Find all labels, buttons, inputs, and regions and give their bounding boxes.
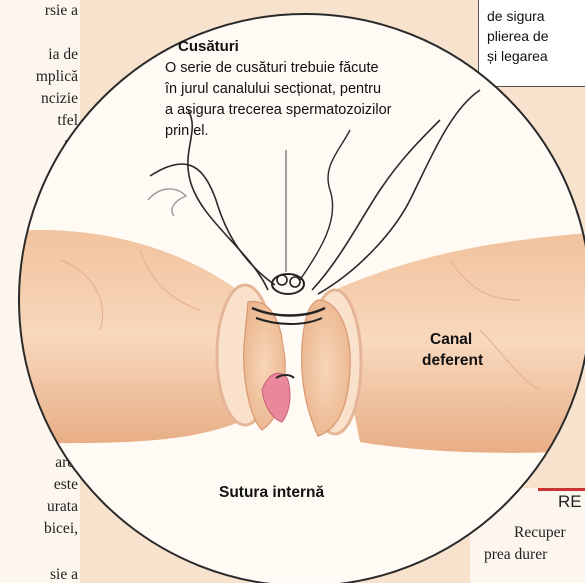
sutures-text-line: în jurul canalului secționat, pentru	[165, 81, 381, 97]
internal-suture-label: Sutura internă	[219, 484, 324, 502]
duct-label-line1: Canal	[430, 331, 472, 349]
sutures-text-line: prin el.	[165, 123, 209, 139]
sutures-text-line: a asigura trecerea spermatozoizilor	[165, 102, 391, 118]
sutures-text-line: O serie de cusături trebuie făcute	[165, 60, 379, 76]
duct-label-line2: deferent	[422, 352, 483, 370]
sutures-title: Cusături	[178, 38, 239, 55]
